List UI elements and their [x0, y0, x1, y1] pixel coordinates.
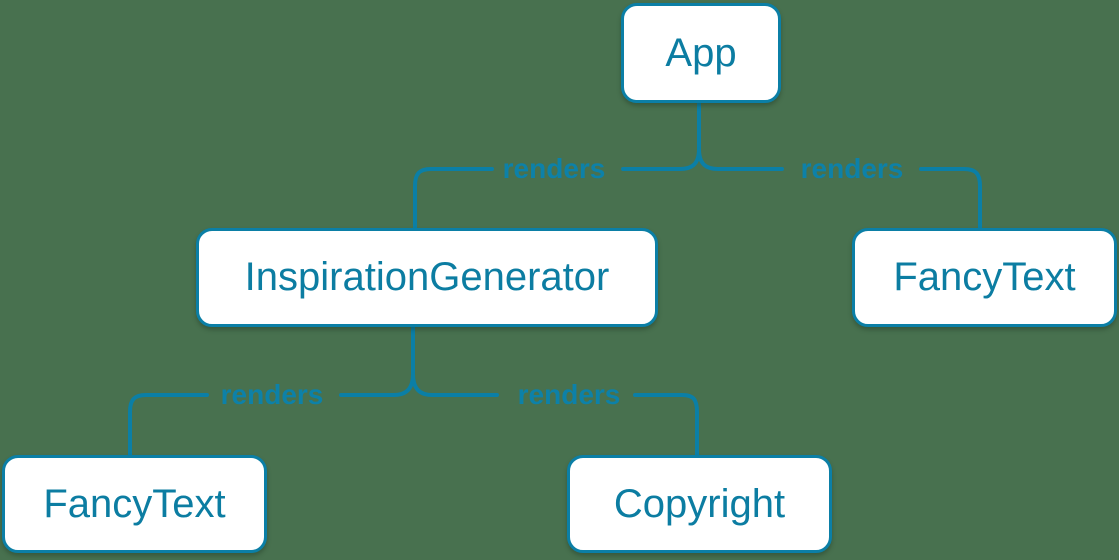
- edge-label-app-to-fancy-text: renders: [800, 153, 904, 184]
- node-inspiration-generator-label: InspirationGenerator: [244, 255, 610, 299]
- edge-label-app-to-inspiration-generator: renders: [502, 153, 606, 184]
- edge-label-inspiration-generator-to-fancy-text: renders: [220, 379, 324, 410]
- node-fancy-text-bottom-label: FancyText: [43, 481, 226, 526]
- node-copyright-label: Copyright: [613, 481, 786, 526]
- node-copyright: Copyright: [567, 455, 832, 553]
- node-fancy-text-bottom: FancyText: [2, 455, 267, 553]
- edge-label-inspiration-generator-to-copyright: renders: [517, 379, 621, 410]
- node-app: App: [621, 3, 781, 103]
- node-inspiration-generator: InspirationGenerator: [196, 228, 658, 327]
- node-fancy-text-top-label: FancyText: [893, 255, 1076, 299]
- edge-inspiration-generator-to-copyright: [411, 372, 699, 457]
- edge-app-to-fancy-text: [697, 147, 982, 230]
- node-fancy-text-top: FancyText: [852, 228, 1117, 327]
- node-app-label: App: [665, 30, 737, 75]
